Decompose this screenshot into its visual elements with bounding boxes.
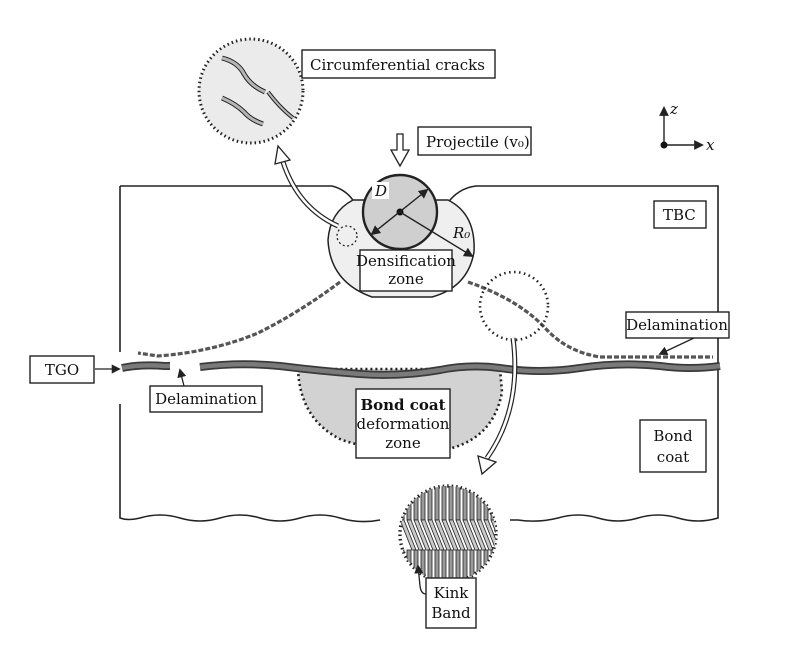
cracks-label: Circumferential cracks <box>310 56 485 74</box>
kink-fibre-upper <box>427 486 433 521</box>
delamination-right-label: Delamination <box>626 316 728 334</box>
kink-fibre-upper <box>406 486 412 521</box>
radius-label: R₀ <box>452 224 470 242</box>
delamination-right-label-box <box>625 311 730 339</box>
kink-fibre-upper <box>434 486 440 521</box>
kink-fibre-lower <box>441 549 447 582</box>
axis-x-label: x <box>706 136 715 154</box>
kink-fibre-upper <box>462 486 468 521</box>
crack-lines <box>221 55 295 127</box>
kink-fibre-lower <box>427 549 433 582</box>
crack-origin-marker <box>336 225 358 247</box>
kink-fibre-upper <box>490 486 496 521</box>
tgo-label: TGO <box>45 361 79 379</box>
bond-coat-label-box <box>639 419 707 473</box>
bond-coat-deformation-label-line2: deformation <box>357 415 450 433</box>
delamination-right-pointer <box>658 337 695 356</box>
kink-band-pattern <box>400 486 496 582</box>
kink-fibre-upper <box>441 486 447 521</box>
bond-coat-deformation-label-line1: Bond coat <box>360 396 445 414</box>
impact-direction-arrow <box>389 133 411 168</box>
specimen-outline <box>119 185 719 523</box>
kink-fibre-upper <box>448 486 454 521</box>
delamination-left-label: Delamination <box>155 390 257 408</box>
kink-fibre-tilted <box>490 519 496 551</box>
left-crack-path <box>137 280 341 358</box>
kink-fibre-upper <box>455 486 461 521</box>
cracks-label-box <box>301 49 496 79</box>
kink-fibre-tilted <box>483 519 496 551</box>
kink-fibre-upper <box>420 486 426 521</box>
tbc-label-box <box>653 200 707 229</box>
densification-label-line2: zone <box>388 270 424 288</box>
kink-fibre-lower <box>483 549 489 582</box>
densification-label-line1: Densification <box>356 252 456 270</box>
delamination-left-label-box <box>149 385 263 413</box>
kink-fibre-upper <box>476 486 482 521</box>
cracks-callout-arrow <box>280 161 340 229</box>
densification-label-box <box>359 249 453 292</box>
bond-coat-label-line2: coat <box>657 448 689 466</box>
bond-coat-deformation-label-line3: zone <box>385 434 421 452</box>
kink-fibre-upper <box>413 486 419 521</box>
kink-fibre-upper <box>469 486 475 521</box>
kink-fibre-lower <box>420 549 426 582</box>
delamination-left-pointer <box>177 368 187 387</box>
kink-fibre-lower <box>448 549 454 582</box>
kink-fibre-lower <box>406 549 412 582</box>
kink-fibre-lower <box>476 549 482 582</box>
diameter-arrow <box>370 188 429 236</box>
kink-band-label-box <box>425 577 477 629</box>
kink-band-pointer <box>414 564 427 595</box>
kink-fibre-lower <box>490 549 496 582</box>
kink-fibre-lower <box>434 549 440 582</box>
kink-band-label-line1: Kink <box>434 584 470 602</box>
kink-origin-marker <box>478 270 550 342</box>
projectile-label-box <box>417 126 532 156</box>
bond-coat-label-line1: Bond <box>653 427 693 445</box>
kink-fibre-lower <box>455 549 461 582</box>
coordinate-axes <box>659 106 704 150</box>
kink-fibre-upper <box>400 486 405 521</box>
tgo-label-box <box>29 355 95 384</box>
right-crack-path <box>467 280 713 359</box>
radius-arrow <box>399 211 474 258</box>
bond-coat-deformation-label-box <box>355 388 451 459</box>
kink-fibre-lower <box>469 549 475 582</box>
axis-z-label: z <box>669 100 678 118</box>
kink-band-label-line2: Band <box>431 604 471 622</box>
cracks-inset-circle <box>197 37 305 145</box>
kink-fibre-lower <box>413 549 419 582</box>
kink-fibre-lower <box>400 549 405 582</box>
diameter-label: D <box>374 182 387 200</box>
tbc-label: TBC <box>663 206 696 224</box>
kink-fibre-upper <box>483 486 489 521</box>
kink-fibre-lower <box>462 549 468 582</box>
projectile-label: Projectile (v₀) <box>426 133 530 151</box>
